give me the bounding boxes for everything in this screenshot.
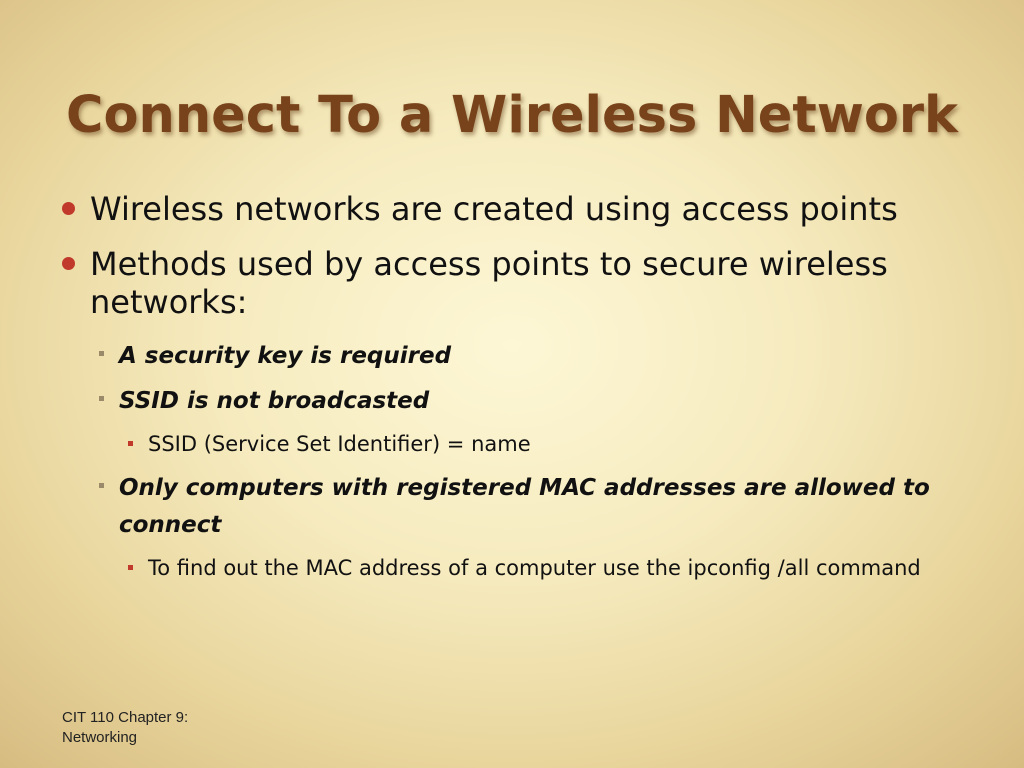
bullet-text: Wireless networks are created using acce… (90, 190, 898, 228)
bullet-item: Methods used by access points to secure … (62, 245, 942, 321)
bullet-text: Methods used by access points to secure … (90, 245, 888, 321)
sub-bullet-text: Only computers with registered MAC addre… (119, 475, 930, 538)
square-bullet-icon (128, 441, 133, 446)
square-bullet-icon (99, 483, 104, 488)
sub-bullet-item: Only computers with registered MAC addre… (62, 470, 942, 544)
sub-sub-bullet-item: To find out the MAC address of a compute… (62, 552, 942, 585)
square-bullet-icon (128, 565, 133, 570)
bullet-dot-icon (62, 202, 75, 215)
footer-line: Networking (62, 729, 138, 746)
square-bullet-icon (99, 351, 104, 356)
bullet-dot-icon (62, 257, 75, 270)
sub-bullet-text: A security key is required (119, 343, 452, 369)
sub-bullet-item: A security key is required (62, 338, 942, 375)
slide-footer: CIT 110 Chapter 9: Networking (62, 708, 262, 748)
slide-title: Connect To a Wireless Network (66, 86, 958, 145)
sub-sub-bullet-text: SSID (Service Set Identifier) = name (148, 432, 531, 456)
sub-sub-bullet-item: SSID (Service Set Identifier) = name (62, 428, 942, 461)
sub-bullet-item: SSID is not broadcasted (62, 383, 942, 420)
square-bullet-icon (99, 396, 104, 401)
footer-line: CIT 110 Chapter 9: (62, 709, 189, 726)
sub-sub-bullet-text: To find out the MAC address of a compute… (148, 556, 921, 580)
sub-bullet-text: SSID is not broadcasted (119, 388, 430, 414)
bullet-list: Wireless networks are created using acce… (62, 190, 942, 594)
bullet-item: Wireless networks are created using acce… (62, 190, 942, 228)
